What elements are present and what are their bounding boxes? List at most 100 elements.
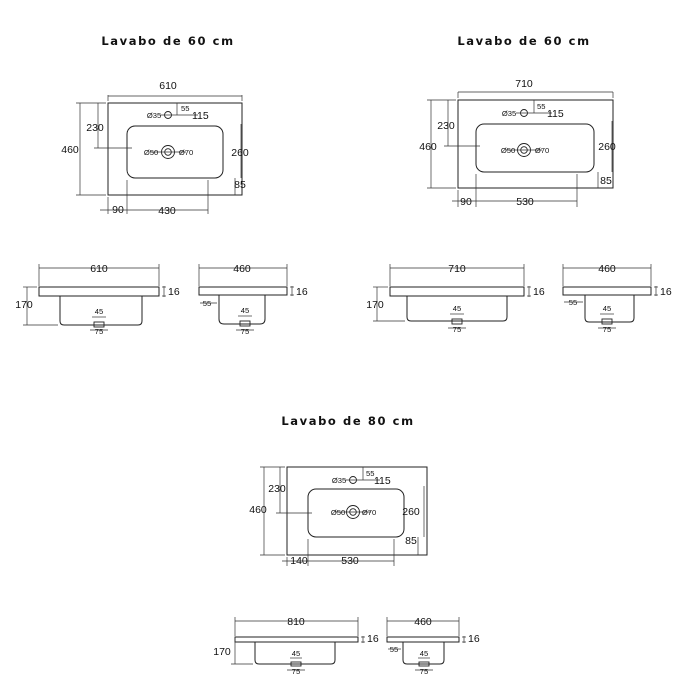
top-slab bbox=[562, 286, 652, 296]
dim-thickness: 16 bbox=[168, 286, 180, 298]
dim-thickness: 16 bbox=[533, 286, 545, 298]
front-view-c: 810 16 170 45 75 bbox=[213, 616, 379, 676]
top-slab bbox=[389, 286, 525, 297]
dim-45: 45 bbox=[292, 649, 300, 658]
dim-55: 55 bbox=[569, 298, 577, 307]
dim-thickness: 16 bbox=[660, 286, 672, 298]
top-view-b: 710 460 230 260 85 90 530 Ø35 55 115 Ø50… bbox=[419, 78, 616, 208]
bowl-profile bbox=[59, 296, 143, 326]
dim-55: 55 bbox=[203, 299, 211, 308]
top-slab bbox=[234, 636, 359, 643]
dim-90: 90 bbox=[112, 204, 124, 216]
drain-neck bbox=[93, 321, 105, 328]
top-slab bbox=[38, 286, 160, 297]
dim-thickness: 16 bbox=[296, 286, 308, 298]
dim-75: 75 bbox=[420, 667, 428, 676]
dim-230: 230 bbox=[86, 122, 104, 134]
dim-260: 260 bbox=[598, 141, 616, 153]
side-view-b: 460 16 55 45 75 bbox=[562, 263, 672, 334]
dim-170: 170 bbox=[366, 299, 384, 311]
basin-outline bbox=[457, 99, 614, 189]
dim-width: 810 bbox=[287, 616, 305, 628]
top-slab bbox=[386, 636, 460, 643]
dim-drain-50: Ø50 bbox=[501, 146, 515, 155]
bowl-profile bbox=[406, 296, 508, 322]
dim-90: 90 bbox=[460, 196, 472, 208]
top-view-c: 460 230 260 85 140 530 Ø35 55 115 Ø50 Ø7… bbox=[249, 466, 428, 567]
dim-115: 115 bbox=[374, 475, 391, 487]
dim-85: 85 bbox=[600, 175, 612, 187]
dim-115: 115 bbox=[547, 108, 564, 120]
dim-width: 460 bbox=[414, 616, 432, 628]
dim-85: 85 bbox=[234, 179, 246, 191]
dim-height: 460 bbox=[419, 141, 437, 153]
bowl-profile bbox=[402, 642, 445, 665]
front-view-b: 710 16 170 45 75 bbox=[366, 263, 545, 334]
dim-75: 75 bbox=[453, 325, 461, 334]
dim-260: 260 bbox=[402, 506, 420, 518]
dim-thickness: 16 bbox=[468, 633, 480, 645]
dim-430: 430 bbox=[158, 205, 176, 217]
dim-width: 610 bbox=[90, 263, 108, 275]
dim-width: 610 bbox=[159, 80, 177, 92]
dim-45: 45 bbox=[420, 649, 428, 658]
dim-drain-70: Ø70 bbox=[535, 146, 549, 155]
dim-tap-55: 55 bbox=[366, 469, 374, 478]
title-lavabo-60-a: Lavabo de 60 cm bbox=[101, 34, 234, 48]
dim-530: 530 bbox=[341, 555, 359, 567]
dim-170: 170 bbox=[15, 299, 33, 311]
dim-width: 460 bbox=[598, 263, 616, 275]
dim-75: 75 bbox=[292, 667, 300, 676]
dim-75: 75 bbox=[603, 325, 611, 334]
side-view-c: 460 16 55 45 75 bbox=[386, 616, 480, 676]
dim-230: 230 bbox=[268, 483, 286, 495]
dim-height: 460 bbox=[249, 504, 267, 516]
dim-height: 460 bbox=[61, 144, 79, 156]
dim-260: 260 bbox=[231, 147, 249, 159]
dim-55: 55 bbox=[390, 645, 398, 654]
dim-115: 115 bbox=[192, 110, 209, 122]
dim-45: 45 bbox=[95, 307, 103, 316]
dim-thickness: 16 bbox=[367, 633, 379, 645]
bowl-profile bbox=[254, 642, 336, 665]
drain-neck bbox=[601, 318, 613, 325]
title-lavabo-60-b: Lavabo de 60 cm bbox=[457, 34, 590, 48]
dim-drain-70: Ø70 bbox=[362, 508, 376, 517]
dim-tap-35: Ø35 bbox=[332, 476, 346, 485]
side-view-a: 460 16 55 45 75 bbox=[198, 263, 308, 336]
dim-width: 710 bbox=[515, 78, 533, 90]
dim-tap-55: 55 bbox=[181, 104, 189, 113]
bowl-profile bbox=[584, 295, 635, 323]
dim-75: 75 bbox=[95, 327, 103, 336]
dim-45: 45 bbox=[453, 304, 461, 313]
dim-width: 710 bbox=[448, 263, 466, 275]
drain-neck bbox=[418, 661, 430, 667]
dim-drain-50: Ø50 bbox=[144, 148, 158, 157]
dim-140: 140 bbox=[290, 555, 308, 567]
dim-45: 45 bbox=[603, 304, 611, 313]
drain-neck bbox=[290, 661, 302, 667]
dim-230: 230 bbox=[437, 120, 455, 132]
bowl-profile bbox=[218, 295, 266, 325]
dim-tap-35: Ø35 bbox=[147, 111, 161, 120]
top-slab bbox=[198, 286, 288, 296]
dim-tap-35: Ø35 bbox=[502, 109, 516, 118]
dim-tap-55: 55 bbox=[537, 102, 545, 111]
front-view-a: 610 16 170 45 75 bbox=[15, 263, 180, 336]
dim-width: 460 bbox=[233, 263, 251, 275]
top-view-a: 610 460 230 260 85 90 430 Ø35 55 115 Ø50… bbox=[61, 80, 249, 217]
title-lavabo-80: Lavabo de 80 cm bbox=[281, 414, 414, 428]
dim-530: 530 bbox=[516, 196, 534, 208]
dim-75: 75 bbox=[241, 327, 249, 336]
basin-outline bbox=[107, 102, 243, 196]
basin-outline bbox=[286, 466, 428, 556]
drain-neck bbox=[451, 318, 463, 325]
bowl-outline bbox=[126, 125, 224, 179]
bowl-outline bbox=[475, 123, 595, 173]
dim-45: 45 bbox=[241, 306, 249, 315]
dim-drain-70: Ø70 bbox=[179, 148, 193, 157]
drain-neck bbox=[239, 320, 251, 327]
dim-170: 170 bbox=[213, 646, 231, 658]
dim-drain-50: Ø50 bbox=[331, 508, 345, 517]
